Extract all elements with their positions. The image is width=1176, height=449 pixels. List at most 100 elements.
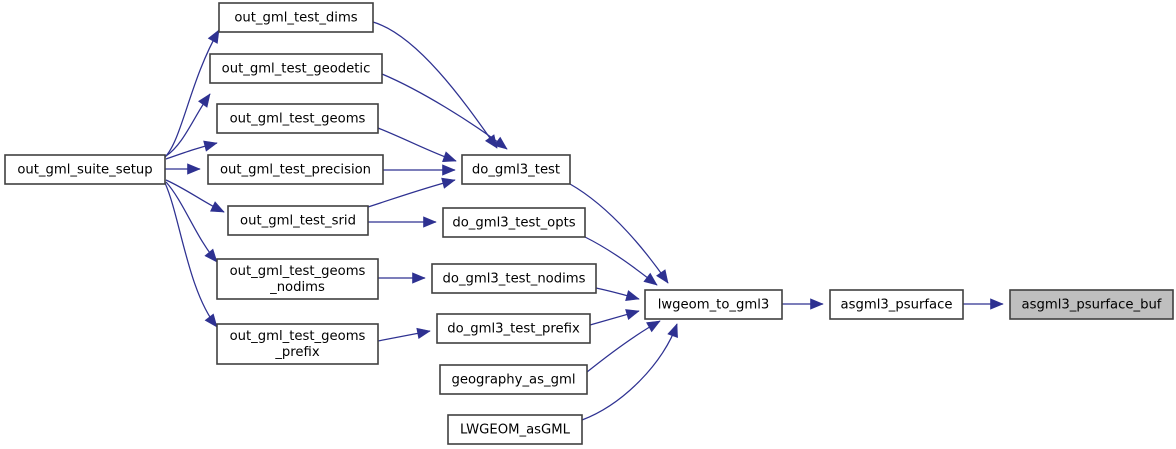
edge-arrowhead (204, 248, 218, 263)
node-out_gml_test_srid[interactable]: out_gml_test_srid (227, 205, 369, 236)
node-asgml3_psurface_buf[interactable]: asgml3_psurface_buf (1009, 289, 1174, 320)
edge-do_gml3_test_opts-to-lwgeom_to_gml3 (584, 236, 658, 286)
edge-out_gml_suite_setup-to-out_gml_test_geodetic (165, 93, 211, 157)
edge-do_gml3_test-to-lwgeom_to_gml3 (569, 183, 669, 284)
node-label: do_gml3_test_nodims (443, 272, 586, 287)
edge-do_gml3_test_nodims-to-lwgeom_to_gml3 (595, 287, 640, 302)
edge-out_gml_test_geoms_prefix-to-do_gml3_test_prefix (377, 327, 431, 342)
node-label: out_gml_test_geoms (230, 329, 366, 344)
edge-arrowhead (643, 272, 658, 286)
node-box[interactable] (207, 154, 384, 185)
edge-line (381, 73, 508, 150)
node-box[interactable] (447, 414, 583, 445)
node-box[interactable] (4, 154, 166, 185)
node-out_gml_test_geoms_nodims[interactable]: out_gml_test_geoms_nodims (216, 258, 379, 300)
node-box[interactable] (209, 53, 383, 84)
edge-arrowhead (204, 313, 218, 328)
node-label: out_gml_test_geodetic (222, 62, 371, 77)
edge-asgml3_psurface-to-asgml3_psurface_buf (963, 298, 1004, 310)
node-out_gml_test_precision[interactable]: out_gml_test_precision (207, 154, 384, 185)
edges-layer (164, 21, 1004, 421)
edge-out_gml_suite_setup-to-out_gml_test_geoms (165, 140, 218, 160)
edge-out_gml_suite_setup-to-out_gml_test_precision (165, 163, 201, 175)
node-label: out_gml_suite_setup (17, 163, 152, 178)
node-box[interactable] (431, 263, 597, 294)
node-box[interactable] (227, 205, 369, 236)
node-box[interactable] (829, 289, 964, 320)
node-box[interactable] (1009, 289, 1174, 320)
node-out_gml_test_geoms_prefix[interactable]: out_gml_test_geoms_prefix (216, 323, 379, 365)
node-box[interactable] (644, 289, 783, 320)
node-do_gml3_test_opts[interactable]: do_gml3_test_opts (442, 207, 586, 238)
node-box[interactable] (216, 258, 379, 300)
node-box[interactable] (436, 313, 591, 344)
edge-geography_as_gml-to-lwgeom_to_gml3 (586, 320, 661, 373)
node-label: do_gml3_test_opts (452, 216, 575, 231)
node-label: lwgeom_to_gml3 (658, 298, 770, 313)
node-do_gml3_test_prefix[interactable]: do_gml3_test_prefix (436, 313, 591, 344)
node-geography_as_gml[interactable]: geography_as_gml (439, 364, 588, 395)
node-box[interactable] (461, 154, 571, 185)
edge-arrowhead (412, 272, 426, 284)
edge-line (164, 182, 218, 328)
edge-line (372, 21, 498, 149)
edge-line (581, 323, 678, 421)
node-box[interactable] (442, 207, 586, 238)
edge-arrowhead (810, 298, 824, 310)
edge-out_gml_test_geodetic-to-do_gml3_test (381, 73, 508, 150)
node-LWGEOM_asGML[interactable]: LWGEOM_asGML (447, 414, 583, 445)
edge-arrowhead (442, 164, 456, 176)
node-label: geography_as_gml (452, 373, 576, 388)
nodes-layer: out_gml_suite_setup out_gml_test_dims out_… (4, 2, 1174, 445)
node-label: out_gml_test_srid (240, 214, 356, 229)
node-do_gml3_test[interactable]: do_gml3_test (461, 154, 571, 185)
edge-arrowhead (441, 177, 456, 189)
edge-arrowhead (442, 151, 457, 163)
node-box[interactable] (218, 2, 374, 33)
edge-arrowhead (210, 201, 225, 213)
edge-arrowhead (207, 29, 220, 44)
node-do_gml3_test_nodims[interactable]: do_gml3_test_nodims (431, 263, 597, 294)
edge-arrowhead (625, 290, 640, 302)
node-out_gml_test_geoms[interactable]: out_gml_test_geoms (216, 103, 379, 134)
edge-arrowhead (656, 269, 669, 284)
edge-arrowhead (625, 309, 640, 320)
node-label: asgml3_psurface_buf (1022, 298, 1162, 313)
node-label: _nodims (269, 280, 325, 295)
node-box[interactable] (216, 103, 379, 134)
node-label: do_gml3_test (472, 163, 560, 178)
node-label: out_gml_test_geoms (230, 112, 366, 127)
node-out_gml_test_geodetic[interactable]: out_gml_test_geodetic (209, 53, 383, 84)
node-asgml3_psurface[interactable]: asgml3_psurface (829, 289, 964, 320)
edge-arrowhead (198, 93, 211, 108)
node-lwgeom_to_gml3[interactable]: lwgeom_to_gml3 (644, 289, 783, 320)
edge-out_gml_test_srid-to-do_gml3_test (367, 177, 456, 208)
edge-arrowhead (416, 327, 431, 339)
edge-out_gml_test_geoms-to-do_gml3_test (377, 127, 457, 163)
edge-out_gml_test_geoms_nodims-to-do_gml3_test_nodims (378, 272, 426, 284)
edge-do_gml3_test_prefix-to-lwgeom_to_gml3 (589, 309, 640, 326)
node-label: out_gml_test_precision (220, 163, 371, 178)
node-label: LWGEOM_asGML (460, 423, 571, 438)
edge-arrowhead (423, 216, 437, 228)
edge-out_gml_test_precision-to-do_gml3_test (383, 164, 456, 176)
edge-arrowhead (990, 298, 1004, 310)
node-out_gml_test_dims[interactable]: out_gml_test_dims (218, 2, 374, 33)
edge-line (164, 29, 220, 158)
edge-arrowhead (646, 320, 661, 333)
edge-arrowhead (203, 140, 218, 152)
edge-arrowhead (484, 134, 498, 149)
node-out_gml_suite_setup[interactable]: out_gml_suite_setup (4, 154, 166, 185)
node-box[interactable] (216, 323, 379, 365)
node-label: asgml3_psurface (841, 298, 953, 313)
edge-out_gml_suite_setup-to-out_gml_test_geoms_nodims (165, 181, 218, 263)
edge-arrowhead (493, 136, 508, 150)
edge-out_gml_suite_setup-to-out_gml_test_geoms_prefix (164, 182, 218, 328)
edge-out_gml_suite_setup-to-out_gml_test_dims (164, 29, 220, 158)
edge-out_gml_test_srid-to-do_gml3_test_opts (368, 216, 437, 228)
edge-arrowhead (187, 163, 201, 175)
edge-line (586, 320, 661, 373)
node-box[interactable] (439, 364, 588, 395)
node-label: out_gml_test_geoms (230, 264, 366, 279)
